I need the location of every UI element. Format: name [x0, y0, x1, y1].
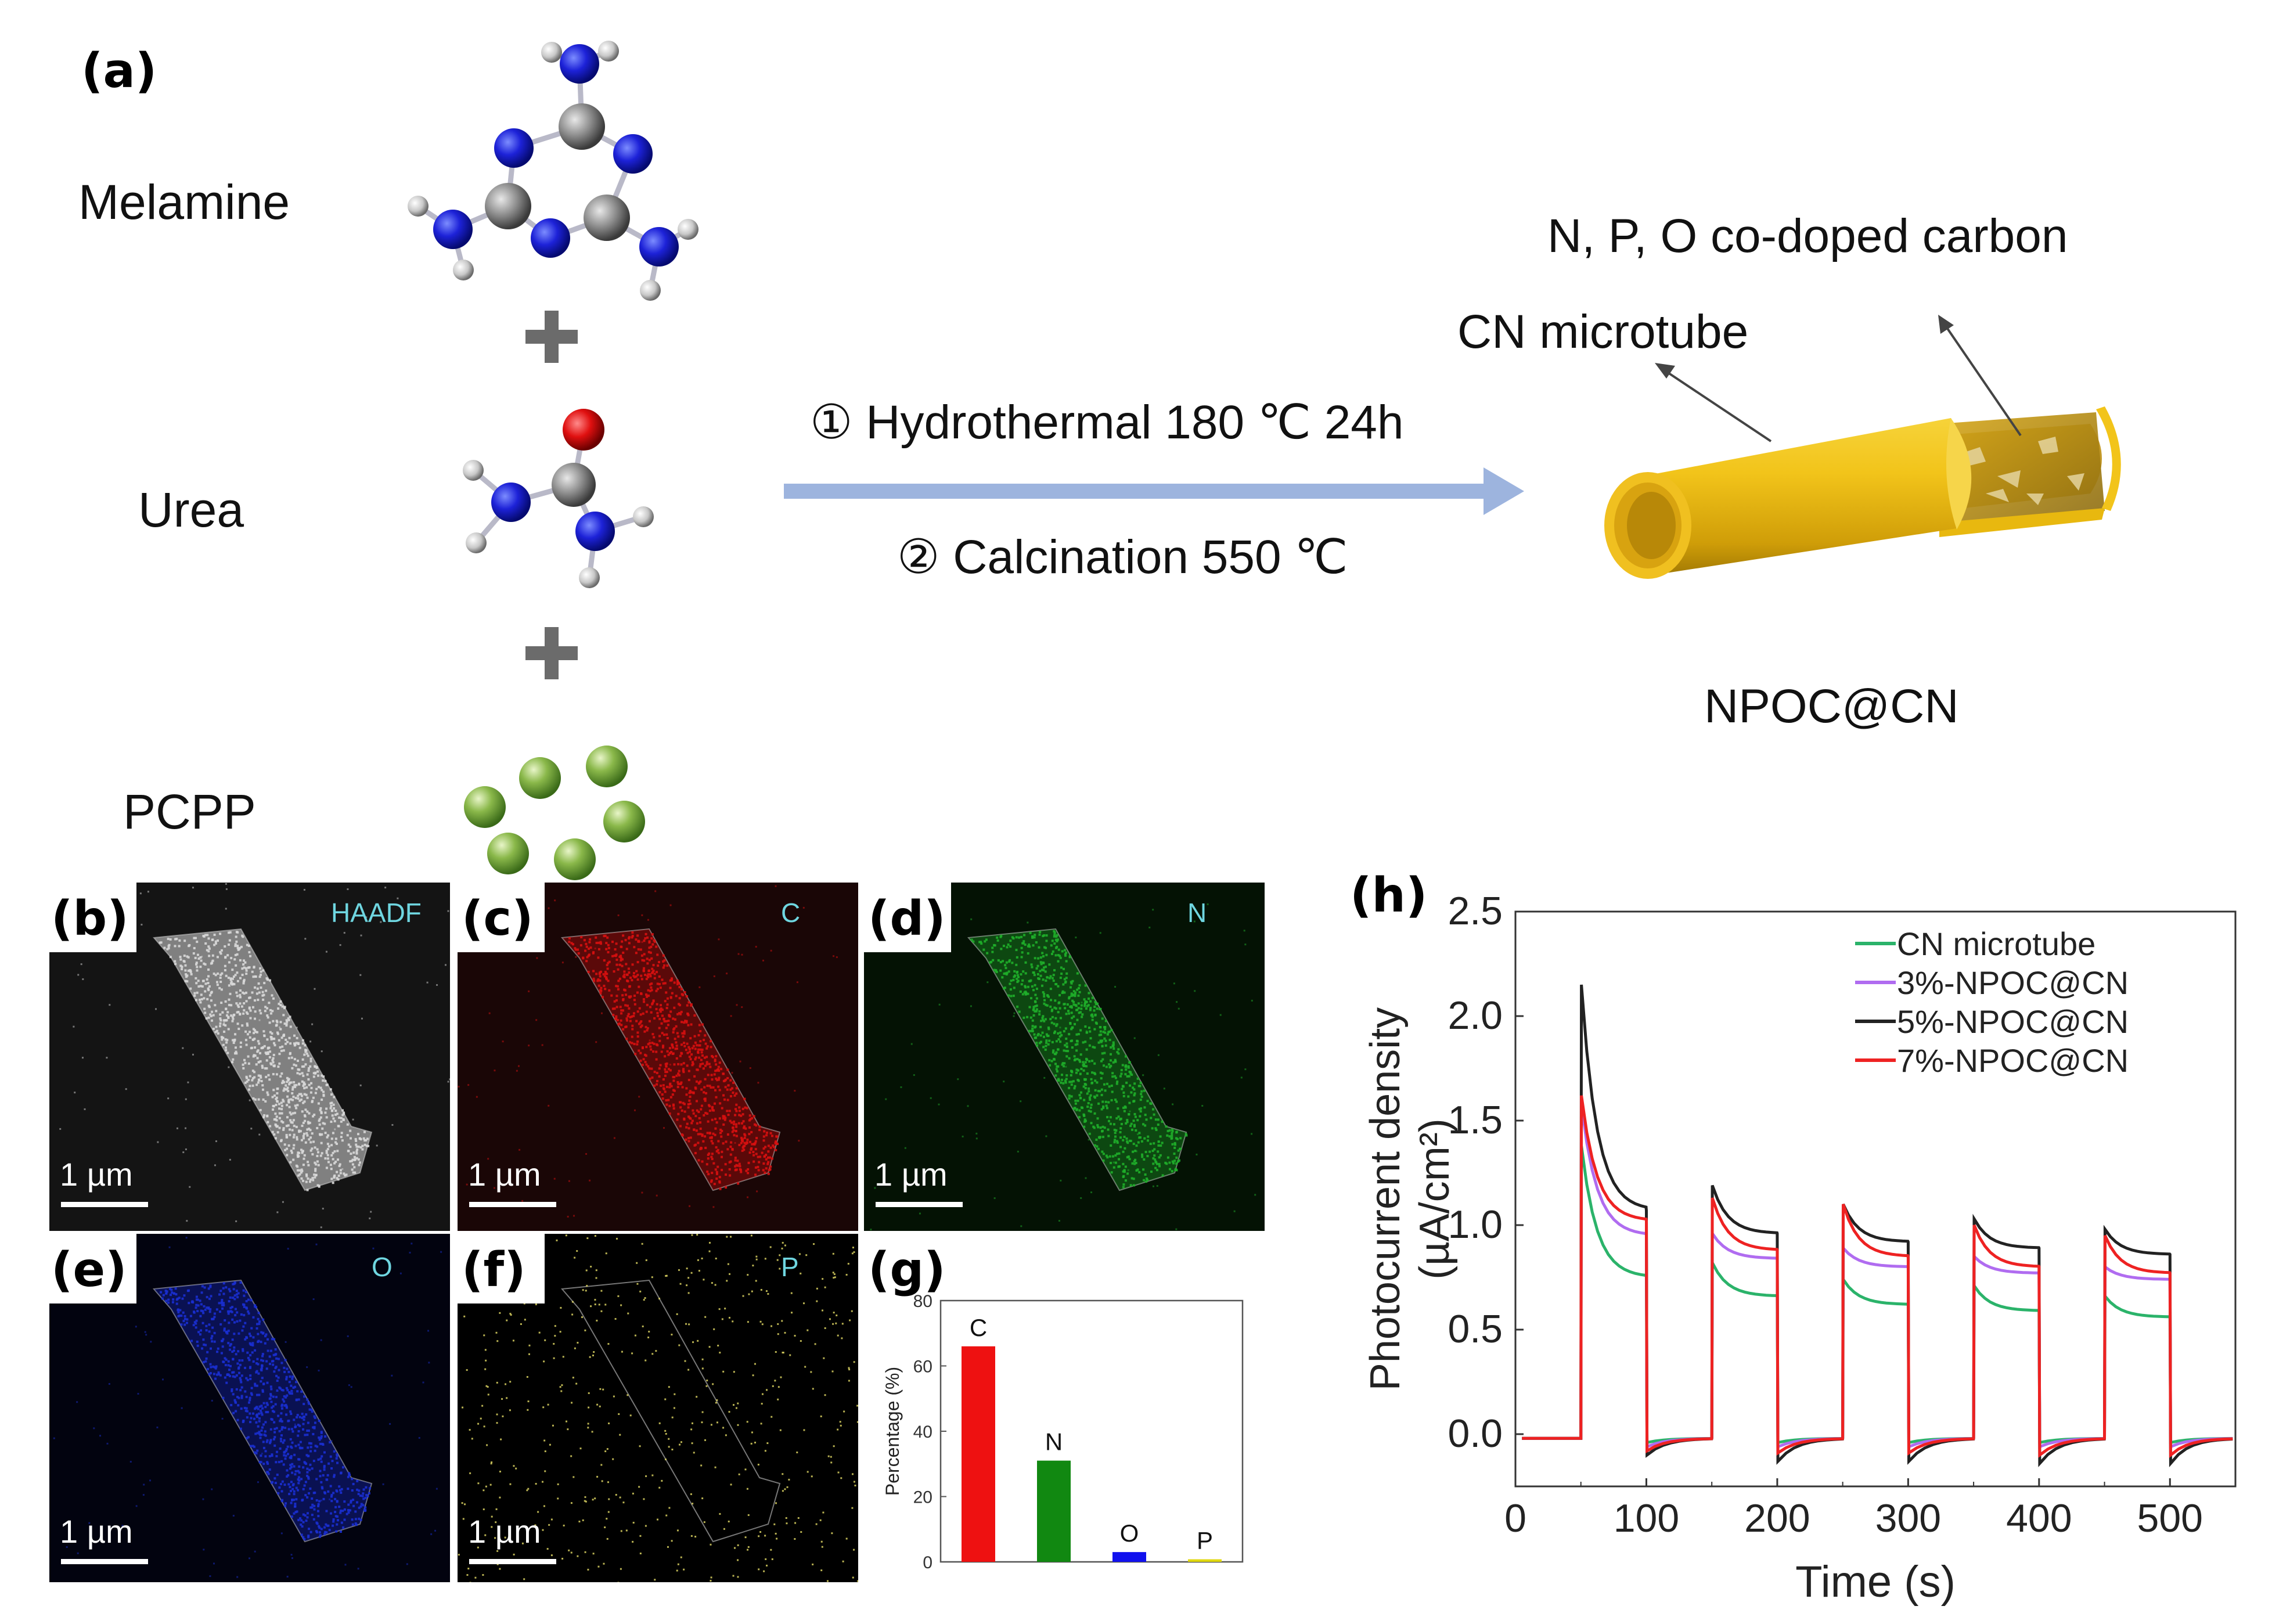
line-y-axis-unit: (µA/cm²) — [1412, 1118, 1458, 1279]
bar-label-C: C — [970, 1314, 987, 1341]
line-y-axis-label: Photocurrent density — [1362, 1007, 1409, 1391]
bar-N — [1037, 1460, 1071, 1562]
urea-molecule — [463, 409, 654, 588]
legend-label-2: 5%-NPOC@CN — [1897, 1003, 2129, 1040]
pcpp-particles — [464, 746, 645, 880]
panel-label-e: (e) — [51, 1243, 127, 1298]
map-label-p: P — [781, 1252, 799, 1282]
line-y-tick: 2.5 — [1448, 889, 1503, 933]
product-label: NPOC@CN — [1704, 680, 1959, 733]
bar-label-O: O — [1120, 1519, 1139, 1547]
legend-label-3: 7%-NPOC@CN — [1897, 1042, 2129, 1079]
map-label-haadf: HAADF — [331, 898, 422, 928]
scale-text-d: 1 µm — [874, 1156, 948, 1193]
bar-C — [962, 1346, 995, 1562]
line-y-tick: 2.0 — [1448, 993, 1503, 1038]
map-label-n: N — [1187, 898, 1207, 928]
npoc-cn-tube — [1604, 315, 2121, 579]
scale-text-c: 1 µm — [468, 1156, 541, 1193]
shell-label: N, P, O co-doped carbon — [1547, 210, 2068, 262]
line-x-tick: 100 — [1614, 1496, 1679, 1540]
panel-label-d: (d) — [868, 891, 946, 946]
bar-label-N: N — [1045, 1428, 1063, 1456]
line-x-tick: 400 — [2006, 1496, 2072, 1540]
scale-bar-f — [469, 1559, 556, 1564]
map-label-o: O — [372, 1252, 393, 1282]
reagent-melamine-label: Melamine — [78, 175, 290, 229]
tube-label: CN microtube — [1457, 305, 1749, 358]
melamine-molecule — [408, 41, 698, 301]
line-x-axis-label: Time (s) — [1795, 1557, 1956, 1607]
line-x-tick: 500 — [2137, 1496, 2203, 1540]
bar-label-P: P — [1197, 1527, 1213, 1554]
bar-y-tick: 0 — [923, 1553, 932, 1572]
plus-sign-1 — [525, 311, 578, 363]
series-line-3 — [1522, 1095, 2233, 1459]
bar-y-tick: 40 — [913, 1423, 932, 1442]
bar-y-tick: 80 — [913, 1292, 932, 1311]
scale-text-b: 1 µm — [60, 1156, 133, 1193]
scale-text-e: 1 µm — [60, 1513, 133, 1550]
line-x-tick: 300 — [1875, 1496, 1941, 1540]
map-label-c: C — [781, 898, 801, 928]
series-line-1 — [1522, 1103, 2233, 1449]
bar-y-tick: 20 — [913, 1488, 932, 1507]
bar-O — [1112, 1552, 1146, 1562]
reagent-urea-label: Urea — [138, 482, 244, 537]
bar-P — [1188, 1559, 1222, 1562]
scale-bar-c — [469, 1202, 556, 1207]
plus-sign-2 — [525, 627, 578, 679]
reagent-pcpp-label: PCPP — [123, 784, 256, 839]
scale-bar-b — [61, 1202, 148, 1207]
panel-label-g: (g) — [868, 1243, 946, 1298]
scale-bar-e — [61, 1559, 148, 1564]
legend-label-1: 3%-NPOC@CN — [1897, 964, 2129, 1001]
step2-text: ② Calcination 550 ℃ — [897, 531, 1348, 584]
panel-label-b: (b) — [51, 891, 129, 946]
legend-label-0: CN microtube — [1897, 926, 2095, 962]
line-y-tick: 1.0 — [1448, 1202, 1503, 1247]
bar-y-tick: 60 — [913, 1357, 932, 1377]
reaction-arrow — [784, 467, 1524, 515]
panel-label-a: (a) — [81, 44, 157, 99]
panel-label-f: (f) — [462, 1243, 526, 1298]
line-y-tick: 1.5 — [1448, 1098, 1503, 1142]
scale-bar-d — [876, 1202, 963, 1207]
series-line-0 — [1522, 1145, 2233, 1445]
line-y-tick: 0.0 — [1448, 1411, 1503, 1456]
bar-y-axis-label: Percentage (%) — [882, 1367, 903, 1496]
panel-label-c: (c) — [462, 891, 534, 946]
scale-text-f: 1 µm — [468, 1513, 541, 1550]
line-x-tick: 200 — [1744, 1496, 1810, 1540]
line-y-tick: 0.5 — [1448, 1307, 1503, 1351]
step1-text: ① Hydrothermal 180 ℃ 24h — [810, 396, 1404, 449]
panel-label-h: (h) — [1350, 868, 1428, 923]
line-x-tick: 0 — [1504, 1496, 1526, 1540]
